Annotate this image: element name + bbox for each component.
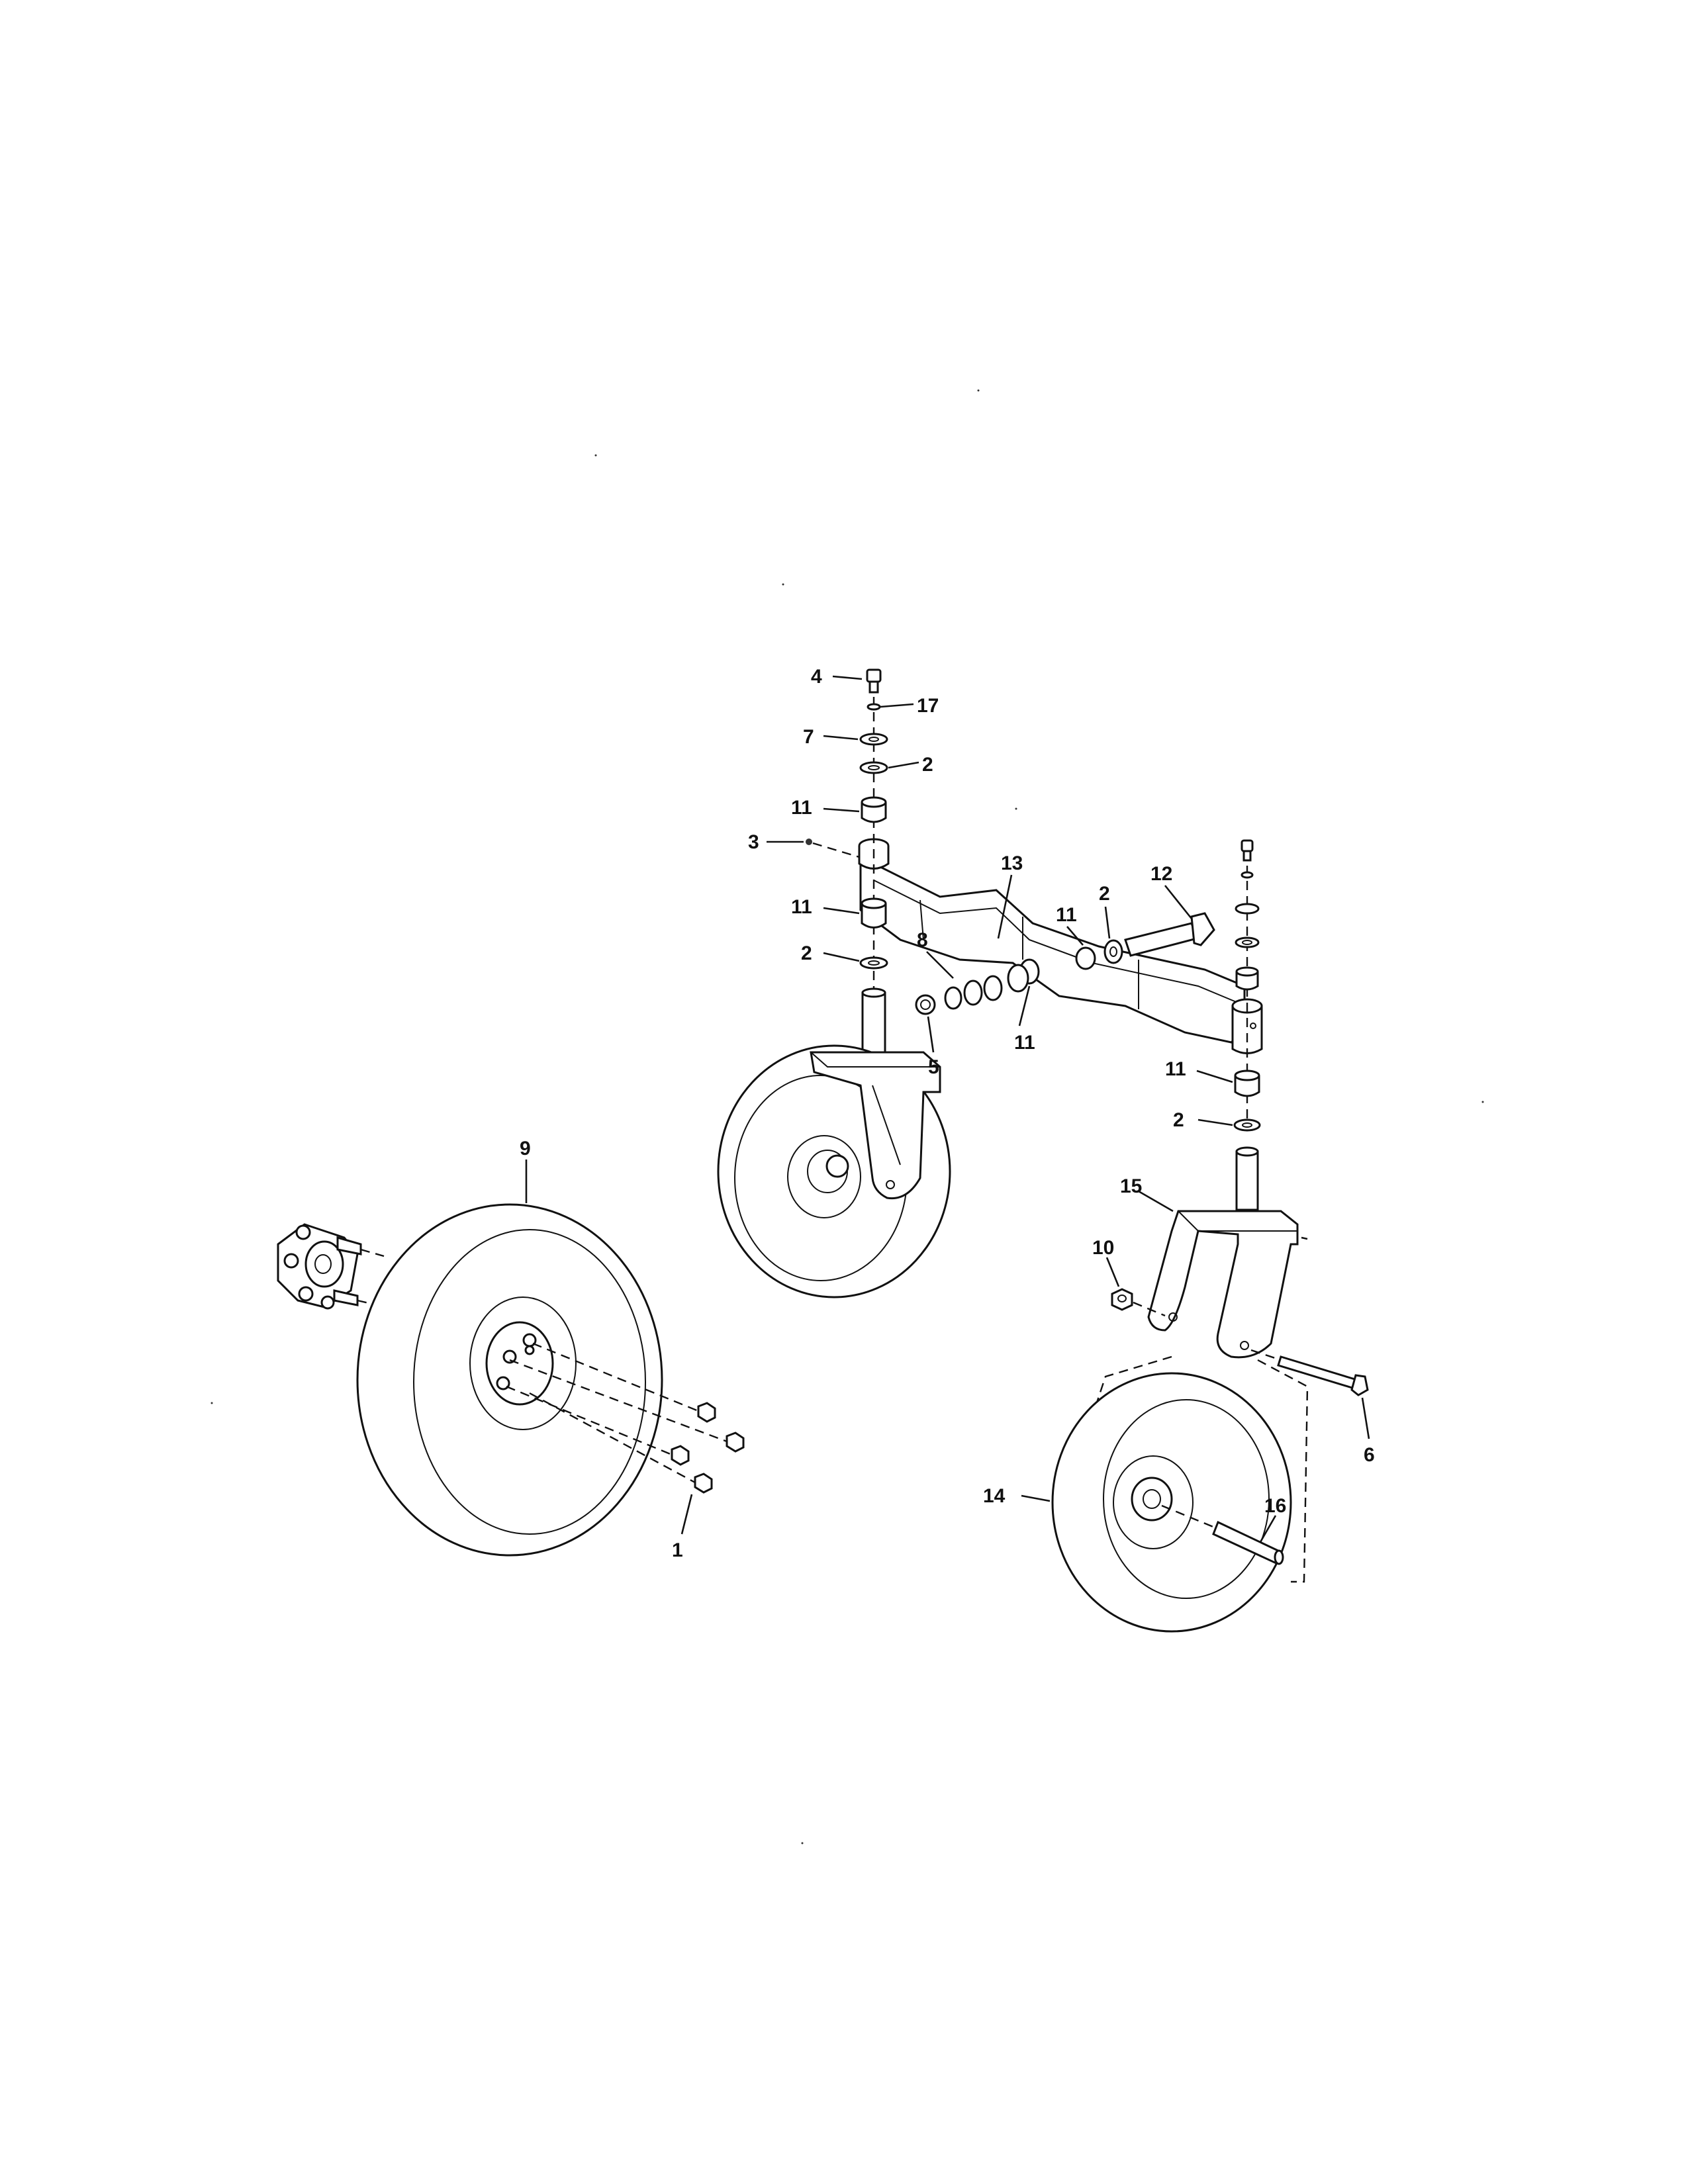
bushing-11-center-front	[1007, 964, 1029, 993]
right-front-wheel-14	[1051, 1355, 1309, 1633]
callout-labels: 4 17 7 2 11 3 11 2 8 5 13 11 2 12 11 11 …	[520, 666, 1375, 1561]
washer-8a	[944, 986, 962, 1010]
callout-9: 9	[520, 1138, 531, 1160]
callout-11: 11	[1165, 1058, 1186, 1080]
callout-5: 5	[928, 1056, 939, 1078]
washer-7	[859, 733, 888, 746]
grease-fitting-3	[806, 839, 812, 845]
washer-8c	[983, 975, 1003, 1001]
callout-1: 1	[672, 1539, 683, 1561]
callout-11: 11	[791, 797, 812, 819]
rear-hub	[277, 1223, 385, 1310]
scan-specks	[211, 389, 1484, 1844]
callout-14: 14	[983, 1485, 1006, 1507]
callout-17: 17	[917, 695, 939, 717]
bolt-12	[1124, 922, 1198, 957]
bolt-4	[866, 668, 882, 683]
washer-2-center	[1103, 939, 1123, 964]
right-spindle-hardware	[1233, 839, 1261, 1132]
callout-3: 3	[748, 831, 759, 853]
washer-2-lower	[859, 956, 888, 970]
callout-13: 13	[1001, 852, 1023, 874]
callout-16: 16	[1264, 1495, 1286, 1517]
nut-5	[915, 994, 936, 1015]
lock-washer-17	[867, 703, 881, 711]
axle-bolt-6	[1250, 1349, 1369, 1396]
callout-15: 15	[1120, 1175, 1142, 1197]
center-pivot-hardware	[915, 912, 1215, 1015]
callout-6: 6	[1364, 1444, 1375, 1466]
left-front-wheel	[717, 987, 951, 1298]
washer-8b	[963, 979, 983, 1006]
bolt-4-shank	[868, 680, 879, 694]
axle-16	[1161, 1504, 1284, 1565]
callout-7: 7	[803, 726, 814, 748]
callout-8: 8	[917, 929, 928, 951]
callout-2: 2	[1173, 1109, 1184, 1131]
washer-2	[859, 761, 888, 774]
left-spindle-hardware	[806, 668, 888, 996]
leader-lines	[525, 675, 1370, 1543]
callout-11: 11	[791, 896, 812, 918]
callout-2: 2	[922, 754, 933, 776]
lug-nuts-1	[506, 1342, 745, 1494]
bushing-11-center-rear	[1075, 946, 1096, 970]
callout-12: 12	[1150, 863, 1172, 885]
bushing-11-lower	[861, 903, 887, 929]
right-fork-15	[1147, 1146, 1299, 1359]
callout-2: 2	[801, 942, 812, 964]
nut-10	[1111, 1288, 1166, 1317]
callout-11: 11	[1014, 1032, 1035, 1054]
callout-2: 2	[1099, 883, 1110, 905]
callout-4: 4	[811, 666, 822, 688]
callout-11: 11	[1056, 904, 1077, 926]
callout-10: 10	[1092, 1237, 1114, 1259]
rear-wheel-9	[356, 1203, 663, 1557]
